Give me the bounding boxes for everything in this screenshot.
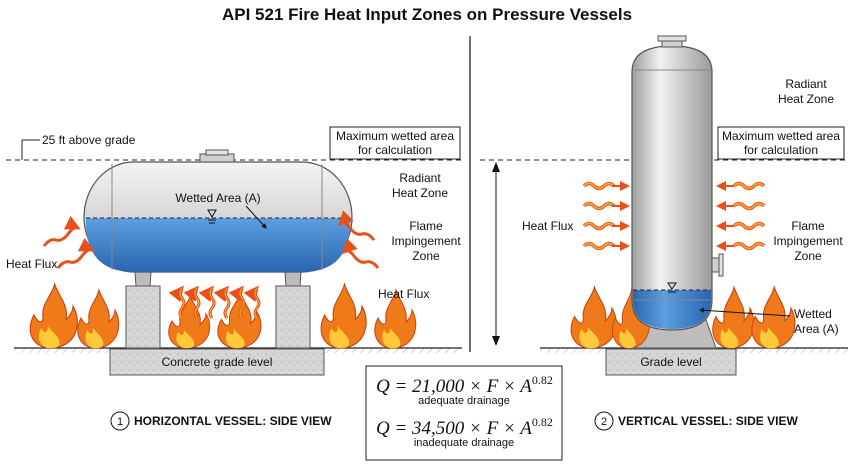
max-wetted-label-line1: Maximum wetted area bbox=[336, 129, 454, 143]
heat-flux-arrows-right bbox=[337, 210, 380, 269]
concrete-slab bbox=[109, 348, 325, 376]
horizontal-view-caption: HORIZONTAL VESSEL: SIDE VIEW bbox=[134, 414, 332, 428]
v-wetted-area-label-line2: Area (A) bbox=[794, 322, 839, 336]
view-number-badge-1 bbox=[110, 411, 130, 431]
flame-zone-label-line1: Flame bbox=[409, 219, 443, 233]
horizontal-vessel-panel: 25 ft above grade Maximum wetted area fo… bbox=[6, 126, 462, 431]
v-wetted-area-label-line1: Wetted bbox=[794, 307, 832, 321]
grade-25ft-label: 25 ft above grade bbox=[42, 133, 136, 147]
formula-adequate: Q = 21,000 × F × A0.82 bbox=[376, 373, 553, 397]
vertical-view-caption: VERTICAL VESSEL: SIDE VIEW bbox=[618, 414, 798, 428]
concrete-pier-right bbox=[275, 285, 311, 349]
vertical-vessel-panel: Radiant Heat Zone Maximum wetted area fo… bbox=[480, 35, 848, 431]
flames-horizontal bbox=[29, 283, 417, 349]
v-flame-zone-label-line2: Impingement bbox=[773, 234, 843, 248]
max-wetted-label-line2: for calculation bbox=[358, 143, 432, 157]
formula-adequate-note: adequate drainage bbox=[418, 395, 510, 407]
v-heat-flux-arrows-right bbox=[716, 181, 766, 251]
flame-zone-label-line3: Zone bbox=[412, 249, 440, 263]
heat-flux-right-label: Heat Flux bbox=[378, 287, 429, 301]
view-number-2: 2 bbox=[601, 416, 607, 428]
v-flame-zone-label-line3: Zone bbox=[794, 249, 822, 263]
v-flame-zone-label-line1: Flame bbox=[791, 219, 825, 233]
heat-flux-arrows-left bbox=[42, 215, 95, 269]
v-max-wetted-box bbox=[717, 126, 845, 160]
concrete-pier-left bbox=[125, 285, 161, 349]
flame-zone-label-line2: Impingement bbox=[391, 234, 461, 248]
formula-inadequate-exponent: 0.82 bbox=[532, 415, 553, 429]
v-heat-flux-arrows-left bbox=[582, 181, 630, 251]
v-radiant-zone-label-line1: Radiant bbox=[785, 77, 827, 91]
radiant-zone-label-line2: Heat Zone bbox=[392, 186, 448, 200]
max-wetted-box bbox=[329, 126, 461, 160]
v-concrete-slab bbox=[605, 348, 737, 376]
v-max-wetted-label-line1: Maximum wetted area bbox=[722, 129, 840, 143]
liquid-level-symbol bbox=[207, 209, 217, 219]
v-wetted-area-arrow bbox=[699, 307, 791, 317]
wetted-area-arrow bbox=[245, 205, 267, 229]
view-number-badge-2 bbox=[594, 411, 614, 431]
wetted-area-label: Wetted Area (A) bbox=[175, 191, 260, 205]
v-grade-level-label: Grade level bbox=[640, 355, 701, 369]
horizontal-vessel-liquid bbox=[86, 218, 350, 272]
formula-box: Q = 21,000 × F × A0.82 adequate drainage… bbox=[365, 365, 563, 461]
v-max-wetted-label-line2: for calculation bbox=[744, 143, 818, 157]
formula-inadequate-note: inadequate drainage bbox=[414, 437, 514, 449]
v-radiant-zone-label-line2: Heat Zone bbox=[778, 92, 834, 106]
view-number-1: 1 bbox=[117, 416, 123, 428]
v-heat-flux-label: Heat Flux bbox=[522, 219, 573, 233]
concrete-grade-label: Concrete grade level bbox=[162, 355, 273, 369]
diagram-title: API 521 Fire Heat Input Zones on Pressur… bbox=[222, 5, 632, 24]
formula-inadequate: Q = 34,500 × F × A0.82 bbox=[376, 415, 553, 439]
heat-flux-left-label: Heat Flux bbox=[6, 257, 57, 271]
radiant-zone-label-line1: Radiant bbox=[399, 171, 441, 185]
vertical-vessel-shell bbox=[631, 45, 713, 331]
formula-adequate-exponent: 0.82 bbox=[532, 373, 553, 387]
v-liquid-level-symbol bbox=[667, 282, 677, 290]
